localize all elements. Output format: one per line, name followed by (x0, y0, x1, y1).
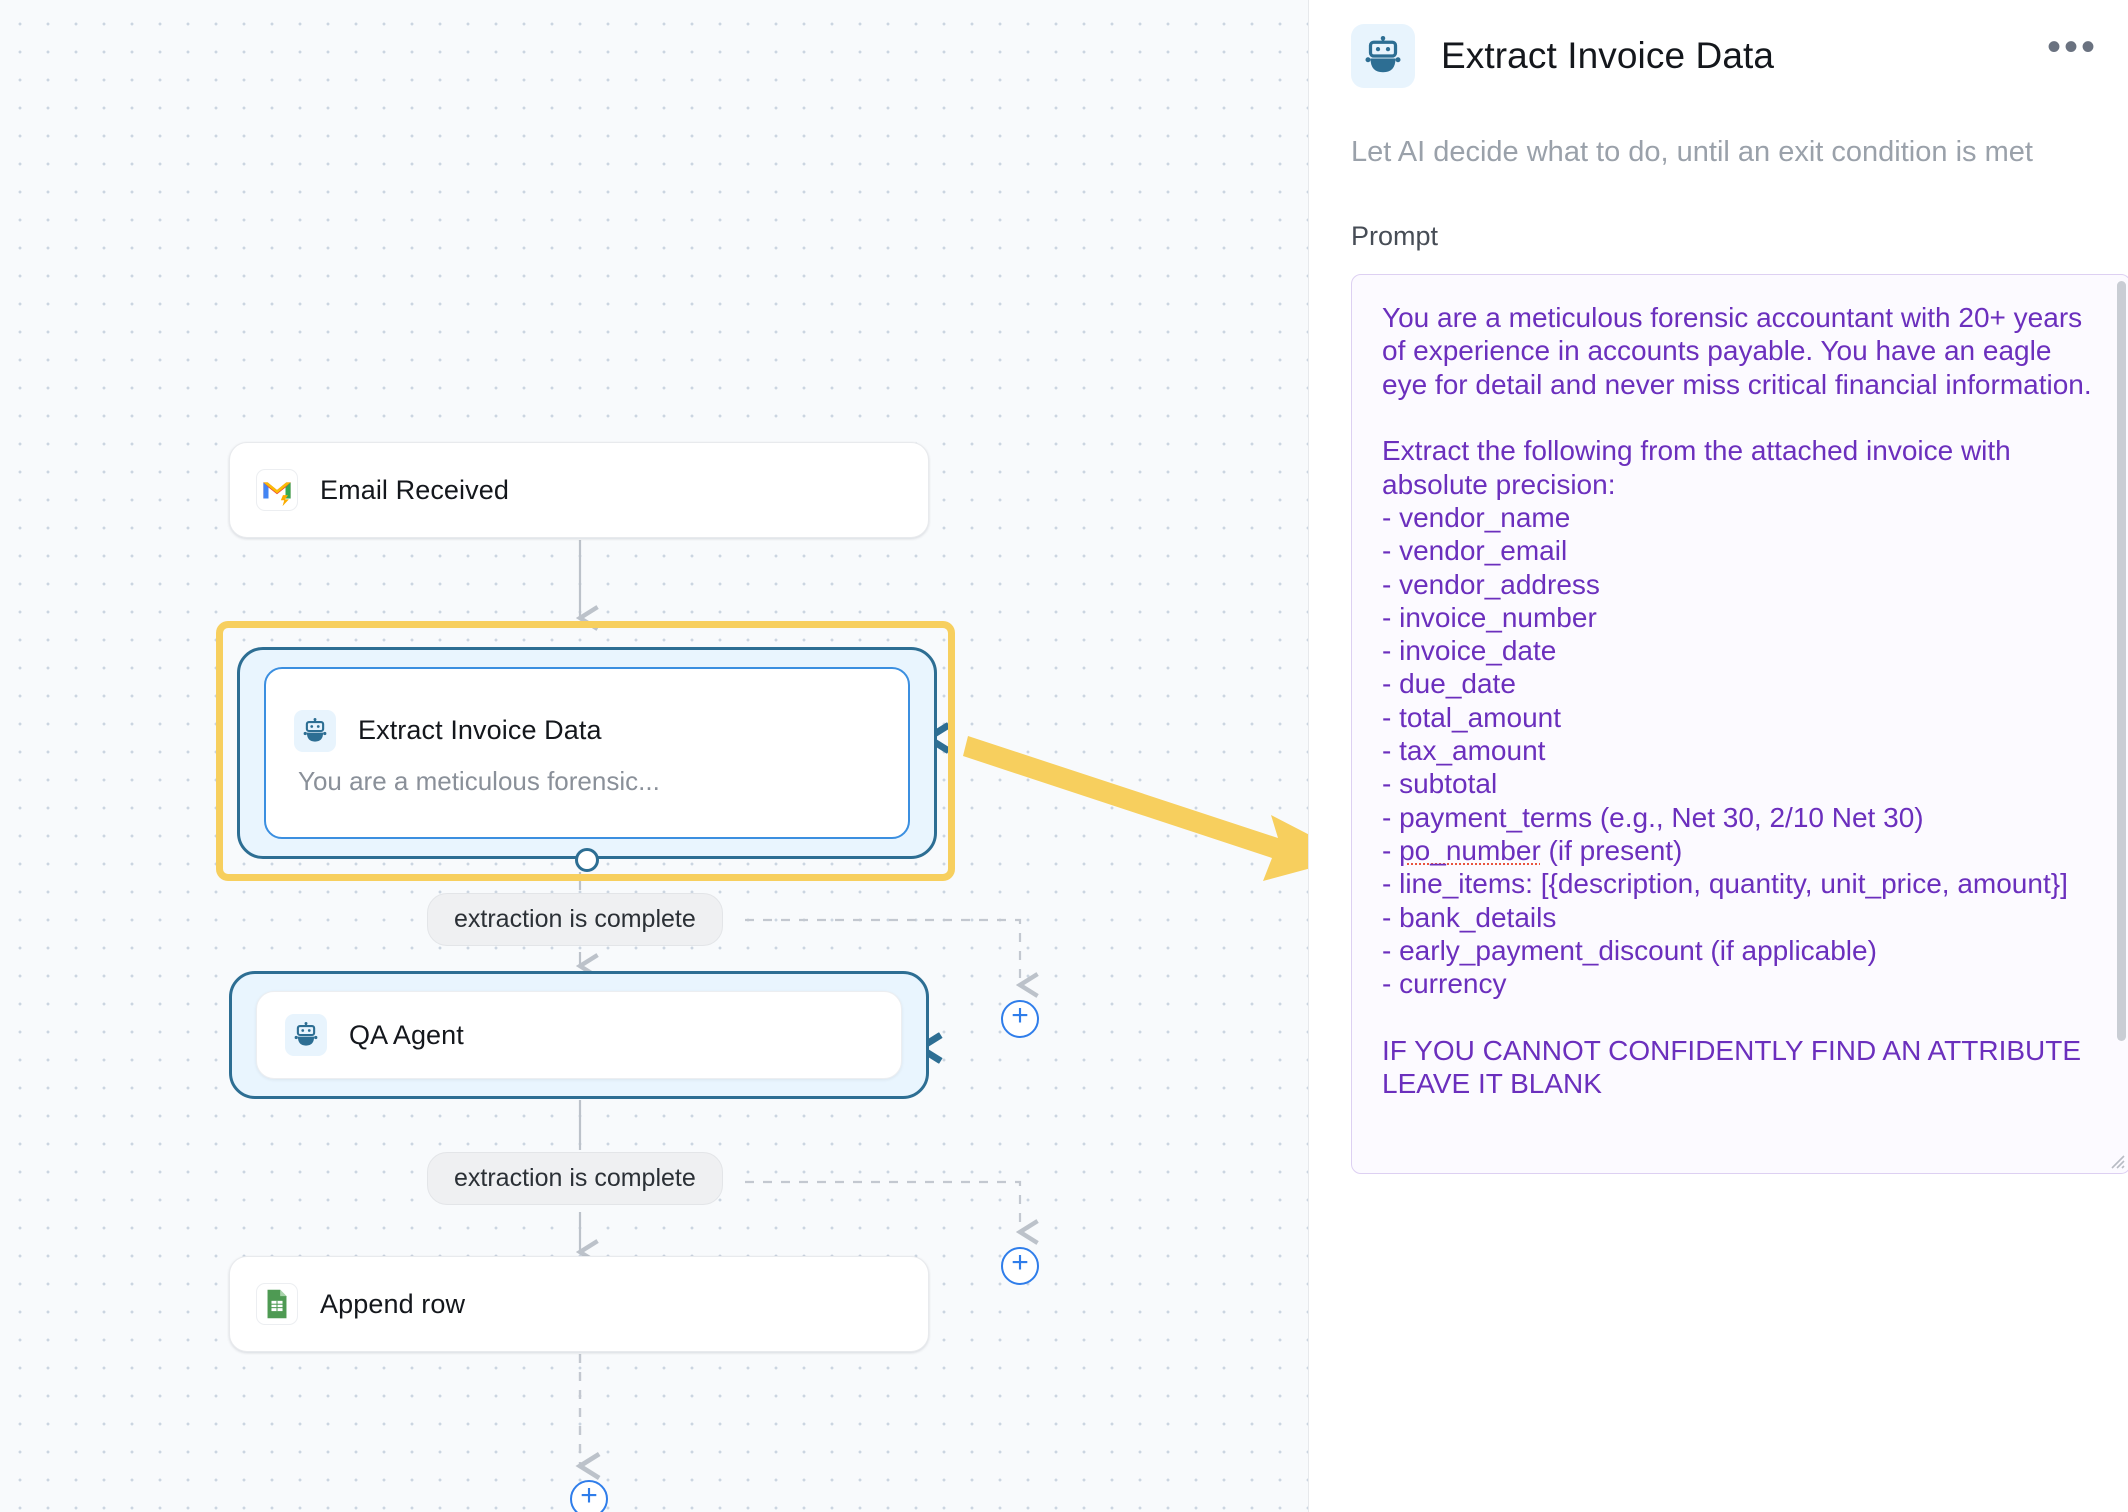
prompt-textarea[interactable]: You are a meticulous forensic accountant… (1351, 274, 2128, 1174)
google-sheets-icon (256, 1283, 298, 1325)
node-label: Extract Invoice Data (358, 715, 602, 745)
add-step-button[interactable]: + (1001, 1000, 1039, 1038)
plus-icon: + (1011, 1246, 1029, 1279)
node-qa-agent[interactable]: QA Agent (229, 971, 929, 1099)
panel-description: Let AI decide what to do, until an exit … (1351, 136, 2033, 168)
node-email-received[interactable]: Email Received (229, 442, 929, 538)
more-options-icon[interactable]: ••• (2046, 25, 2098, 69)
robot-icon (294, 709, 336, 752)
node-label: Append row (320, 1288, 466, 1319)
agent-card-header: Extract Invoice Data (294, 709, 880, 752)
robot-icon (285, 1014, 327, 1056)
node-append-row[interactable]: Append row (229, 1256, 929, 1352)
node-label: Email Received (320, 474, 509, 505)
agent-card-body[interactable]: QA Agent (256, 991, 902, 1079)
node-details-panel: Extract Invoice Data ••• Let AI decide w… (1308, 0, 2128, 1512)
prompt-tail: (if present) - line_items: [{description… (1382, 835, 2082, 1100)
plus-icon: + (1011, 999, 1029, 1032)
prompt-misspelled-word: po_number (1399, 835, 1541, 866)
node-extract-invoice-data[interactable]: Extract Invoice Data You are a meticulou… (237, 647, 937, 859)
add-step-button[interactable]: + (570, 1480, 608, 1512)
prompt-head: You are a meticulous forensic accountant… (1382, 302, 2092, 866)
robot-icon (1351, 24, 1415, 88)
resize-handle-icon[interactable] (2107, 1151, 2125, 1169)
agent-card-header: QA Agent (285, 1014, 873, 1056)
agent-card-body[interactable]: Extract Invoice Data You are a meticulou… (264, 667, 910, 839)
prompt-text-content[interactable]: You are a meticulous forensic accountant… (1352, 275, 2128, 1173)
edge-label-extraction-complete-1: extraction is complete (427, 893, 723, 946)
node-subtitle: You are a meticulous forensic... (298, 765, 660, 796)
gmail-trigger-icon (256, 469, 298, 511)
selection-frame (216, 621, 955, 881)
page-title: Extract Invoice Data (1441, 35, 1775, 76)
node-output-handle[interactable] (575, 848, 599, 872)
node-label: QA Agent (349, 1019, 464, 1050)
add-step-button[interactable]: + (1001, 1247, 1039, 1285)
edge-label-extraction-complete-2: extraction is complete (427, 1152, 723, 1205)
prompt-scrollbar[interactable] (2117, 281, 2126, 1041)
workflow-canvas[interactable]: Email Received (0, 0, 1308, 1512)
plus-icon: + (580, 1479, 598, 1512)
prompt-field-label: Prompt (1351, 221, 1439, 251)
annotation-arrow-icon (963, 736, 1308, 881)
panel-header: Extract Invoice Data ••• (1351, 0, 2128, 88)
